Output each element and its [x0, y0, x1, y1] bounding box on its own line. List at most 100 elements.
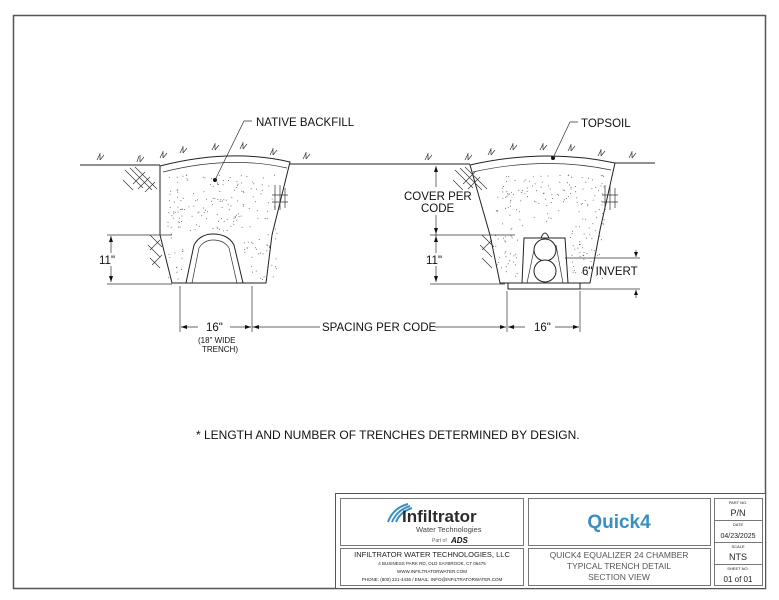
stipple-dot	[594, 195, 596, 197]
stipple-dot	[534, 183, 536, 185]
stipple-dot	[495, 210, 497, 212]
stipple-dot	[230, 225, 232, 227]
stipple-dot	[599, 253, 600, 255]
label-native-backfill: NATIVE BACKFILL	[256, 117, 355, 129]
stipple-dot	[518, 189, 520, 191]
stipple-dot	[567, 182, 568, 184]
stipple-dot	[275, 228, 276, 230]
stipple-dot	[248, 208, 250, 210]
stipple-dot	[226, 229, 228, 231]
stipple-dot	[252, 243, 254, 244]
stipple-dot	[563, 201, 564, 203]
stipple-dot	[602, 213, 604, 215]
stipple-dot	[515, 257, 517, 259]
stipple-dot	[502, 223, 503, 225]
stipple-dot	[249, 226, 251, 228]
stipple-dot	[243, 248, 245, 250]
design-note: * LENGTH AND NUMBER OF TRENCHES DETERMIN…	[196, 428, 580, 442]
ground-line	[80, 162, 655, 166]
stipple-dot	[261, 279, 263, 280]
stipple-dot	[558, 210, 560, 212]
stipple-dot	[228, 209, 230, 211]
stipple-dot	[601, 239, 602, 241]
stipple-dot	[201, 215, 203, 217]
stipple-dot	[599, 235, 601, 237]
stipple-dot	[177, 278, 179, 280]
stipple-dot	[567, 174, 569, 176]
stipple-dot	[520, 200, 522, 202]
stipple-dot	[176, 189, 178, 191]
stipple-dot	[181, 257, 183, 259]
stipple-dot	[271, 264, 273, 266]
stipple-dot	[506, 176, 507, 178]
stipple-dot	[549, 188, 551, 190]
stipple-dot	[540, 175, 542, 177]
stipple-dot	[507, 207, 509, 209]
stipple-dot	[594, 258, 596, 260]
stipple-dot	[182, 198, 184, 199]
stipple-dot	[193, 192, 195, 194]
stipple-dot	[519, 211, 521, 213]
stipple-dot	[536, 190, 538, 192]
stipple-dot	[509, 214, 511, 216]
stipple-dot	[546, 205, 548, 207]
stipple-dot	[236, 219, 238, 221]
stipple-dot	[499, 257, 501, 259]
stipple-dot	[217, 198, 219, 200]
stipple-dot	[198, 225, 200, 227]
stipple-dot	[269, 245, 270, 247]
label-left-height: 11"	[99, 255, 115, 267]
grass-tufts	[96, 142, 311, 163]
stipple-dot	[235, 187, 237, 188]
stipple-dot	[496, 264, 498, 266]
stipple-dot	[271, 198, 273, 200]
stipple-dot	[218, 220, 219, 222]
stipple-dot	[198, 211, 200, 213]
stipple-dot	[507, 194, 509, 196]
stipple-dot	[571, 176, 573, 178]
stipple-dot	[602, 223, 604, 225]
company-website: WWW.INFILTRATORWATER.COM	[397, 569, 467, 574]
stipple-dot	[535, 201, 537, 203]
stipple-dot	[590, 261, 592, 262]
grass-tufts	[424, 143, 637, 161]
stipple-dot	[580, 203, 582, 205]
stipple-dot	[583, 258, 585, 260]
stipple-dot	[510, 192, 512, 194]
company-name: INFILTRATOR WATER TECHNOLOGIES, LLC	[354, 550, 510, 559]
stipple-dot	[564, 189, 566, 191]
stipple-dot	[177, 206, 179, 208]
stipple-dot	[546, 220, 548, 222]
stipple-dot	[273, 174, 275, 176]
stipple-dot	[506, 181, 508, 183]
stipple-dot	[216, 214, 218, 216]
stipple-dot	[512, 194, 514, 195]
stipple-dot	[268, 185, 270, 187]
stipple-dot	[167, 221, 169, 223]
stipple-dot	[513, 261, 515, 263]
stipple-dot	[206, 198, 208, 200]
stipple-dot	[541, 181, 543, 183]
stipple-dot	[269, 247, 270, 248]
stipple-dot	[264, 218, 266, 219]
stipple-dot	[598, 209, 600, 211]
stipple-dot	[170, 237, 172, 239]
stipple-dot	[230, 205, 232, 207]
stipple-dot	[505, 271, 507, 273]
stipple-dot	[216, 182, 218, 184]
date-value: 04/23/2025	[720, 533, 755, 540]
stipple-dot	[572, 230, 573, 232]
stipple-dot	[241, 190, 243, 192]
stipple-dot	[572, 245, 574, 247]
stipple-dot	[577, 247, 579, 249]
stipple-dot	[217, 184, 219, 185]
stipple-dot	[275, 266, 277, 268]
company-address: 4 BUSINESS PARK RD, OLD SAYBROOK, CT 064…	[378, 561, 486, 566]
stipple-dot	[235, 214, 237, 216]
stipple-dot	[252, 181, 254, 183]
stipple-dot	[247, 241, 249, 243]
stipple-dot	[212, 186, 214, 187]
stipple-dot	[603, 186, 605, 188]
drawing-title-line: SECTION VIEW	[588, 572, 650, 582]
stipple-dot	[495, 245, 497, 247]
